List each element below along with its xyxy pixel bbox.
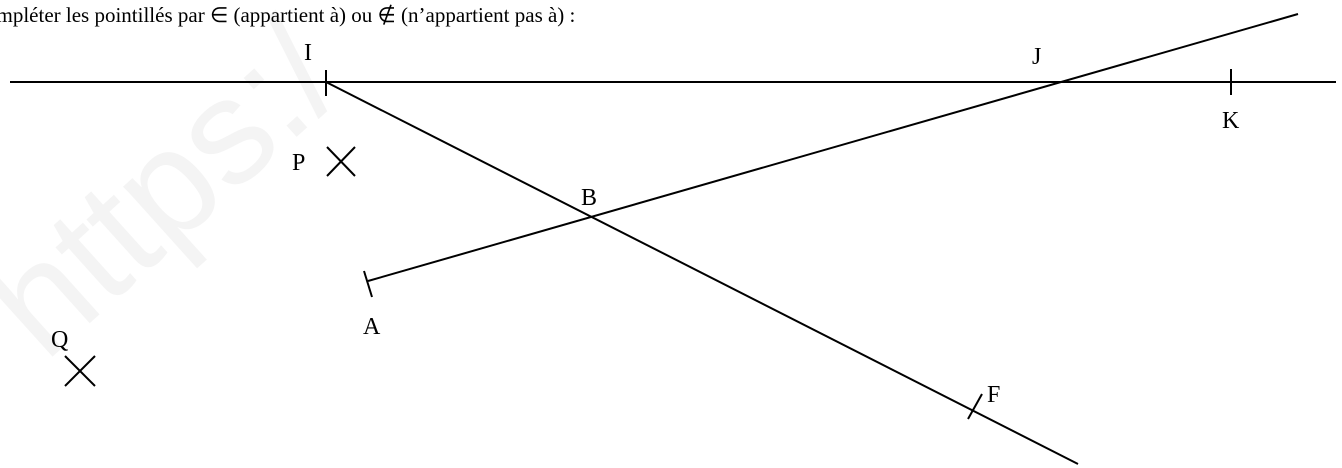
label-a: A <box>363 314 381 340</box>
label-f: F <box>987 382 1000 408</box>
tick-f <box>967 393 983 420</box>
label-k: K <box>1222 108 1240 134</box>
half-line-aj <box>367 13 1299 282</box>
half-line-if <box>325 81 1079 465</box>
label-q: Q <box>51 327 68 353</box>
tick-a <box>363 270 373 298</box>
cross-p <box>326 146 356 177</box>
label-j: J <box>1032 44 1041 70</box>
cross-q <box>64 355 96 387</box>
label-b: B <box>581 185 597 211</box>
label-i: I <box>304 40 312 66</box>
label-p: P <box>292 150 305 176</box>
instruction-text: ompléter les pointillés par ∈ (appartien… <box>0 3 576 27</box>
